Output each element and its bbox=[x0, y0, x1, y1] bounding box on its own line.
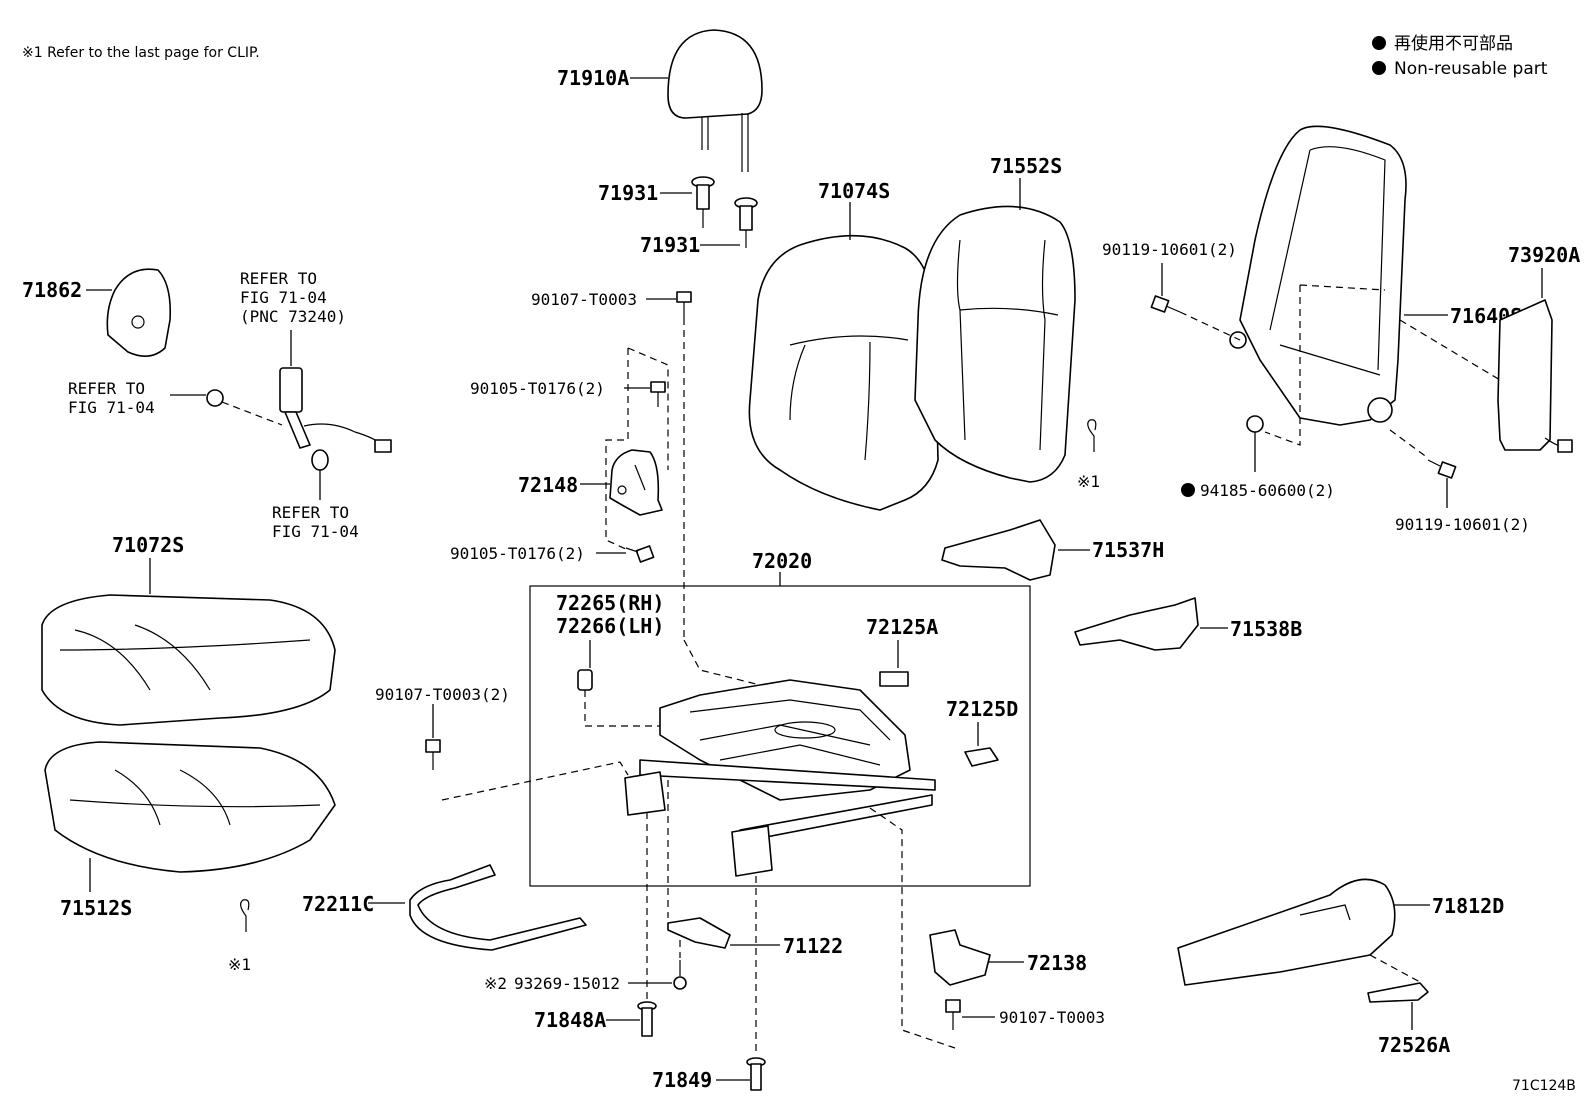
label-94185-60600[interactable]: 94185-60600(2) bbox=[1200, 481, 1335, 500]
bracket-72138-part[interactable] bbox=[929, 929, 991, 986]
washer-part[interactable] bbox=[311, 449, 329, 471]
label-72020[interactable]: 72020 bbox=[752, 549, 812, 573]
label-71910A[interactable]: 71910A bbox=[557, 66, 629, 90]
refer-text-1-line1: REFER TO bbox=[240, 269, 317, 288]
seatback-pad-part[interactable] bbox=[914, 205, 1076, 483]
clip-72125A-part[interactable] bbox=[879, 671, 909, 687]
label-72265-RH[interactable]: 72265(RH) bbox=[556, 591, 664, 615]
knob-72526A-part[interactable] bbox=[1367, 982, 1429, 1003]
refer-text-3-line1: REFER TO bbox=[272, 503, 349, 522]
label-71512S[interactable]: 71512S bbox=[60, 896, 132, 920]
label-71848A[interactable]: 71848A bbox=[534, 1008, 606, 1032]
clip-72125D-part[interactable] bbox=[964, 747, 999, 767]
label-73920A[interactable]: 73920A bbox=[1508, 243, 1580, 267]
seatback-frame-part[interactable] bbox=[1229, 125, 1407, 426]
label-71812D[interactable]: 71812D bbox=[1432, 894, 1504, 918]
pin-71848A-part[interactable] bbox=[637, 1001, 657, 1037]
refer-text-1-line2: FIG 71-04 bbox=[240, 288, 327, 307]
label-71538B[interactable]: 71538B bbox=[1230, 617, 1302, 641]
clip-reference-note: ※1 Refer to the last page for CLIP. bbox=[22, 45, 260, 61]
side-shield-73920A-part[interactable] bbox=[1497, 299, 1573, 453]
legend-en: Non-reusable part bbox=[1394, 59, 1548, 79]
label-71537H[interactable]: 71537H bbox=[1092, 538, 1164, 562]
label-90105-T0176-a[interactable]: 90105-T0176(2) bbox=[470, 379, 605, 398]
label-71552S[interactable]: 71552S bbox=[990, 154, 1062, 178]
label-71072S[interactable]: 71072S bbox=[112, 533, 184, 557]
label-90107-T0003-2[interactable]: 90107-T0003(2) bbox=[375, 685, 510, 704]
clip-mark-1-b: ※1 bbox=[228, 955, 251, 974]
wire-72211C-part[interactable] bbox=[409, 864, 587, 951]
bolt-90107-bottom[interactable] bbox=[945, 999, 961, 1030]
pin-71849-part[interactable] bbox=[746, 1057, 766, 1091]
bolt-90119-a[interactable] bbox=[1150, 295, 1181, 313]
label-90119-10601-b[interactable]: 90119-10601(2) bbox=[1395, 515, 1530, 534]
bolt-90107-2[interactable] bbox=[425, 739, 441, 770]
bolt-90119-b[interactable] bbox=[1427, 459, 1457, 479]
label-90119-10601-a[interactable]: 90119-10601(2) bbox=[1102, 240, 1237, 259]
non-reusable-dot-icon bbox=[1372, 61, 1386, 75]
side-cover-71862-part[interactable] bbox=[106, 268, 172, 357]
refer-text-2-line2: FIG 71-04 bbox=[68, 398, 155, 417]
refer-text-1-pnc: (PNC 73240) bbox=[240, 307, 346, 326]
bracket-71122-part[interactable] bbox=[667, 917, 731, 949]
seat-frame-part[interactable] bbox=[624, 679, 936, 877]
label-71074S[interactable]: 71074S bbox=[818, 179, 890, 203]
bolt-90105-b[interactable] bbox=[625, 545, 655, 563]
label-72148[interactable]: 72148 bbox=[518, 473, 578, 497]
label-72138[interactable]: 72138 bbox=[1027, 951, 1087, 975]
label-71931-a[interactable]: 71931 bbox=[598, 181, 658, 205]
label-72211C[interactable]: 72211C bbox=[302, 892, 374, 916]
seat-belt-buckle-part[interactable] bbox=[279, 367, 392, 453]
label-71122[interactable]: 71122 bbox=[783, 934, 843, 958]
label-72526A[interactable]: 72526A bbox=[1378, 1033, 1450, 1057]
refer-text-3-line2: FIG 71-04 bbox=[272, 522, 359, 541]
non-reusable-dot-icon bbox=[1181, 483, 1195, 497]
seat-cushion-cover-part[interactable] bbox=[41, 594, 336, 726]
clip-mark-1: ※1 bbox=[1077, 472, 1100, 491]
label-72125A[interactable]: 72125A bbox=[866, 615, 938, 639]
cover-71537H-part[interactable] bbox=[941, 519, 1056, 581]
nut-94185-part[interactable] bbox=[1246, 415, 1264, 433]
label-90107-T0003-top[interactable]: 90107-T0003 bbox=[531, 290, 637, 309]
nut-part[interactable] bbox=[206, 389, 224, 407]
side-cover-71812D-part[interactable] bbox=[1177, 878, 1396, 986]
diagram-code: 71C124B bbox=[1512, 1078, 1576, 1094]
seatback-cover-part[interactable] bbox=[748, 234, 939, 511]
label-71862[interactable]: 71862 bbox=[22, 278, 82, 302]
headrest-support-part[interactable] bbox=[691, 176, 758, 248]
cover-71538B-part[interactable] bbox=[1074, 597, 1199, 651]
label-72125D[interactable]: 72125D bbox=[946, 697, 1018, 721]
label-72266-LH[interactable]: 72266(LH) bbox=[556, 614, 664, 638]
headrest-part[interactable] bbox=[667, 29, 763, 172]
bolt-90105-a[interactable] bbox=[650, 381, 666, 407]
legend-jp: 再使用不可部品 bbox=[1394, 33, 1513, 54]
label-90105-T0176-b[interactable]: 90105-T0176(2) bbox=[450, 544, 585, 563]
refer-text-2-line1: REFER TO bbox=[68, 379, 145, 398]
bolt-90107-top[interactable] bbox=[676, 291, 692, 318]
label-71849[interactable]: 71849 bbox=[652, 1068, 712, 1092]
clip-mark-2: ※2 bbox=[484, 974, 507, 993]
bracket-72148-part[interactable] bbox=[609, 449, 663, 516]
legend: 再使用不可部品 Non-reusable part bbox=[1372, 33, 1548, 79]
seat-cushion-pad-part[interactable] bbox=[44, 741, 336, 873]
label-90107-T0003-bottom[interactable]: 90107-T0003 bbox=[999, 1008, 1105, 1027]
label-93269-15012[interactable]: 93269-15012 bbox=[514, 974, 620, 993]
clip-72265-part[interactable] bbox=[577, 669, 593, 691]
non-reusable-dot-icon bbox=[1372, 36, 1386, 50]
label-71931-b[interactable]: 71931 bbox=[640, 233, 700, 257]
screw-93269-part[interactable] bbox=[673, 960, 687, 990]
